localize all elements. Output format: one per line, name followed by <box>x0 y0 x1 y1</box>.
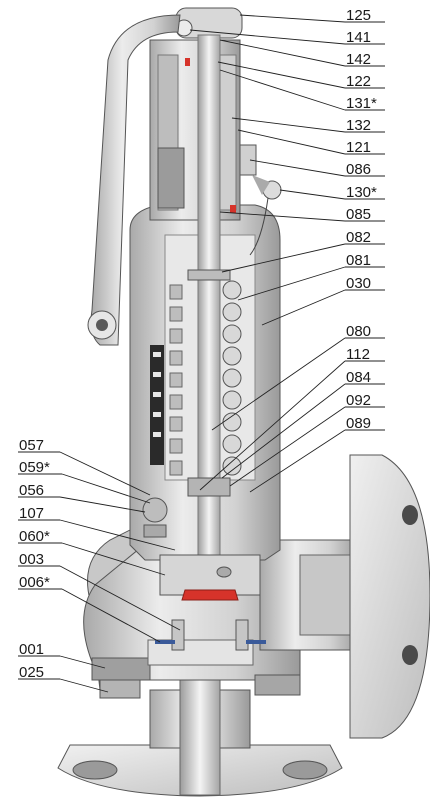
label-141: 141 <box>346 29 371 46</box>
label-132: 132 <box>346 117 371 134</box>
label-131: 131* <box>346 95 377 112</box>
label-130: 130* <box>346 184 377 201</box>
label-112: 112 <box>346 346 370 363</box>
label-107: 107 <box>19 505 44 522</box>
cap-assembly <box>149 7 282 256</box>
label-082: 082 <box>346 229 371 246</box>
label-006: 006* <box>19 574 50 591</box>
label-121: 121 <box>346 139 371 156</box>
label-122: 122 <box>346 73 371 90</box>
right-callouts: 125 141 142 122 131* 132 121 086 130* 08… <box>189 7 385 493</box>
spring <box>169 280 242 476</box>
spindle <box>187 34 231 596</box>
label-092: 092 <box>346 392 371 409</box>
label-060: 060* <box>19 528 50 545</box>
label-086: 086 <box>346 161 371 178</box>
label-059: 059* <box>19 459 50 476</box>
label-080: 080 <box>346 323 371 340</box>
label-084: 084 <box>346 369 371 386</box>
label-125: 125 <box>346 7 371 24</box>
lifting-lever <box>87 14 181 346</box>
label-056: 056 <box>19 482 44 499</box>
label-001: 001 <box>19 641 44 658</box>
label-003: 003 <box>19 551 44 568</box>
label-057: 057 <box>19 437 44 454</box>
disc-seat <box>142 497 266 651</box>
label-142: 142 <box>346 51 371 68</box>
outlet-nozzle <box>259 454 430 739</box>
label-025: 025 <box>19 664 44 681</box>
label-085: 085 <box>346 206 371 223</box>
left-callouts: 057 059* 056 107 060* 003 006* 001 025 <box>18 437 181 693</box>
label-089: 089 <box>346 415 371 432</box>
label-081: 081 <box>346 252 371 269</box>
label-030: 030 <box>346 275 371 292</box>
